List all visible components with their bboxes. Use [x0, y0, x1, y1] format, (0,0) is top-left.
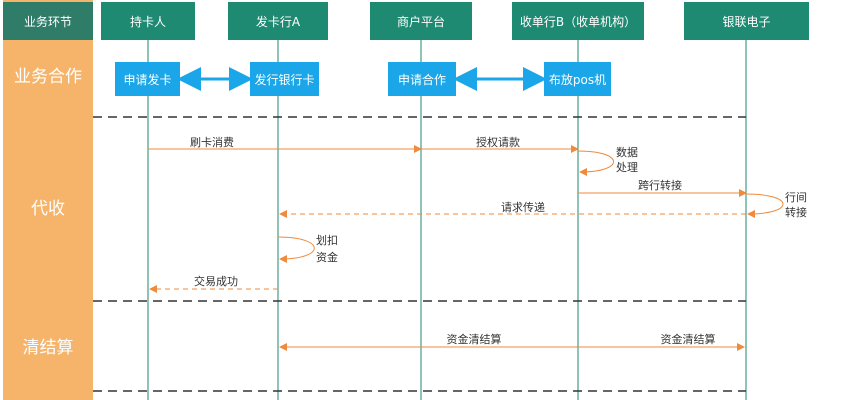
- self-loop-interbank: [745, 193, 784, 218]
- header-unionpay: 银联电子: [684, 2, 809, 40]
- stage-band: [3, 38, 93, 400]
- stage-label-business: 业务合作: [14, 67, 82, 87]
- label-settle-1: 资金清结算: [447, 332, 502, 346]
- label-auth: 授权请款: [476, 135, 520, 149]
- box-issue-card: 发行银行卡: [250, 62, 319, 96]
- label-swipe: 刷卡消费: [190, 135, 234, 149]
- self-loop-data-processing: [577, 150, 614, 176]
- label-data-processing-2: 处理: [616, 161, 638, 174]
- header-stage: 业务环节: [3, 2, 93, 40]
- label-interbank-self-2: 转接: [785, 205, 807, 219]
- box-apply-coop: 申请合作: [388, 62, 456, 96]
- stage-label-settlement: 清结算: [22, 338, 74, 358]
- box-apply-card: 申请发卡: [115, 62, 180, 96]
- label-success: 交易成功: [194, 274, 238, 288]
- header-issuer: 发卡行A: [228, 2, 328, 40]
- label-request-pass: 请求传递: [501, 200, 545, 214]
- stage-label-collection: 代收: [31, 199, 65, 219]
- label-deduct-2: 资金: [316, 250, 338, 264]
- label-interbank-self-1: 行间: [785, 191, 807, 204]
- header-acquirer: 收单行B（收单机构）: [512, 2, 644, 40]
- label-settle-2: 资金清结算: [661, 332, 716, 346]
- header-merchant: 商户平台: [370, 2, 472, 40]
- label-data-processing-1: 数据: [616, 145, 638, 159]
- label-deduct-1: 划扣: [316, 233, 338, 247]
- box-deploy-pos: 布放pos机: [544, 62, 611, 96]
- header-cardholder: 持卡人: [101, 2, 195, 40]
- self-loop-deduct: [277, 236, 315, 263]
- label-interbank: 跨行转接: [638, 178, 682, 192]
